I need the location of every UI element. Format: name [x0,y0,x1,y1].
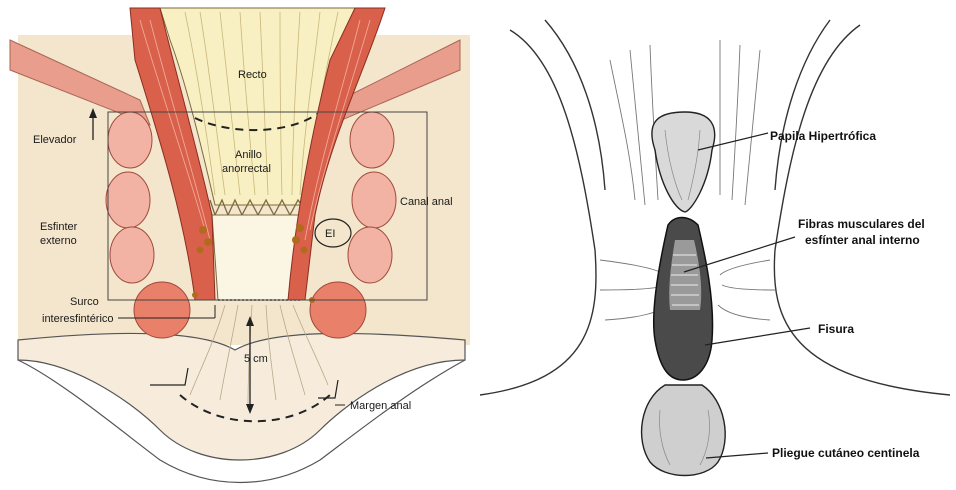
label-fibras-1: Fibras musculares del [798,217,925,231]
label-pliegue: Pliegue cutáneo centinela [772,446,920,460]
label-5cm: 5 cm [244,353,268,365]
label-esfinter-2: externo [40,235,77,247]
label-esfinter-1: Esfinter [40,221,78,233]
sentinel-skin-tag [642,385,726,476]
label-anillo-1: Anillo [235,149,262,161]
label-margen-anal: Margen anal [350,400,411,412]
label-surco-1: Surco [70,296,99,308]
anal-fissure-diagram: Papila Hipertrófica Fibras musculares de… [470,0,956,490]
label-elevador: Elevador [33,134,77,146]
label-papila: Papila Hipertrófica [770,129,876,143]
label-recto: Recto [238,69,267,81]
anorectal-anatomy-diagram: Recto Anillo anorrectal Elevador Canal a… [0,0,470,490]
label-fisura: Fisura [818,322,854,336]
label-surco-2: interesfintérico [42,313,114,325]
label-anillo-2: anorrectal [222,163,271,175]
label-fibras-2: esfínter anal interno [805,233,920,247]
label-canal-anal: Canal anal [400,196,453,208]
label-ei: EI [325,228,335,240]
